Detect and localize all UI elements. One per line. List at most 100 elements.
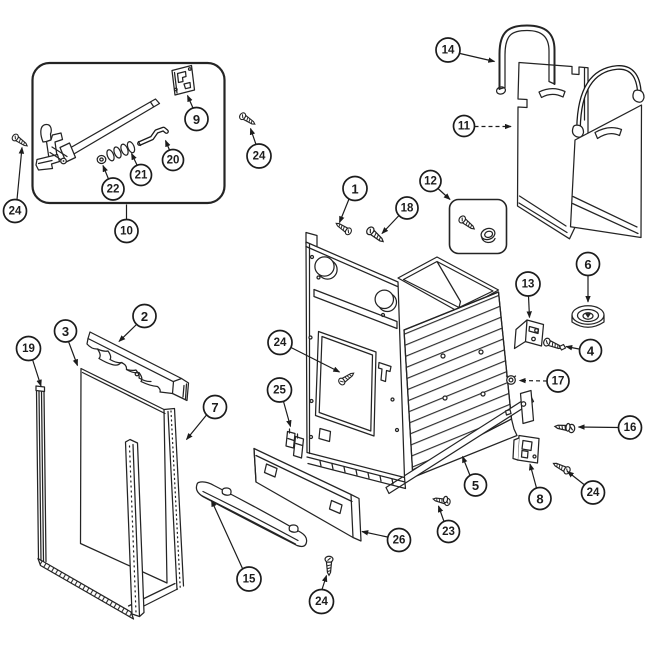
callout-18: 18: [381, 196, 419, 235]
callout-balloon: [578, 338, 603, 363]
callout-number: 21: [135, 170, 148, 182]
slide-rail: [385, 389, 535, 495]
callout-number: 26: [393, 535, 406, 547]
callout-number: 8: [536, 492, 543, 507]
callout-leader: [118, 324, 137, 343]
callout-balloon: [452, 114, 476, 138]
callout-21: 21: [129, 152, 153, 187]
rear-bag-hand-slot: [538, 88, 566, 99]
callout-number: 20: [167, 155, 180, 167]
callout-number: 13: [522, 279, 535, 291]
callout-number: 2: [141, 309, 148, 324]
callout-6: 6: [575, 251, 601, 303]
callout-5: 5: [461, 455, 488, 497]
callout-24a: 24: [2, 146, 28, 224]
screw-4: [541, 336, 564, 353]
callout-number: 18: [401, 203, 414, 215]
callout-leader: [16, 146, 25, 200]
callout-balloon: [308, 588, 335, 615]
latch-strike-bracket: [171, 64, 196, 96]
roller-wheel: [571, 305, 605, 328]
mounting-clips: [285, 428, 305, 459]
callout-number: 4: [587, 344, 595, 359]
callout-leader: [338, 198, 350, 224]
callout-number: 7: [211, 400, 218, 415]
callout-leader: [31, 359, 42, 387]
latch-rod: [59, 98, 161, 163]
callout-balloon: [129, 163, 153, 187]
callout-balloon: [202, 394, 228, 420]
callout-22: 22: [101, 164, 125, 201]
callout-balloon: [132, 303, 157, 329]
callout-number: 25: [273, 385, 286, 397]
callout-balloon: [267, 329, 293, 356]
callout-number: 14: [442, 45, 455, 57]
callout-23: 23: [436, 505, 461, 544]
callout-balloon: [386, 527, 412, 553]
callout-leader: [459, 52, 496, 63]
lid-arch: [495, 24, 556, 95]
callout-number: 24: [9, 206, 22, 218]
callout-24e: 24: [308, 574, 335, 615]
latch-plate: [512, 434, 540, 464]
knockout-lower: [374, 289, 395, 310]
callout-1: 1: [338, 175, 368, 224]
callout-number: 3: [62, 324, 69, 339]
callout-16: 16: [577, 415, 643, 440]
angle-bracket: [513, 319, 545, 350]
screw-16: [553, 421, 576, 434]
callout-number: 24: [315, 596, 328, 608]
door-outer-frame: [127, 407, 185, 614]
screw-24-inset: [237, 111, 258, 128]
screw-18: [364, 224, 387, 246]
callout-number: 6: [584, 257, 591, 272]
door-assembly: [35, 331, 190, 620]
kick-panel: [253, 447, 362, 542]
callout-number: 5: [472, 478, 479, 493]
callout-balloon: [2, 198, 28, 224]
callout-25: 25: [266, 377, 293, 428]
callout-balloon: [236, 566, 262, 592]
callout-balloon: [435, 37, 461, 63]
callout-number: 24: [274, 337, 287, 349]
callout-leader: [461, 455, 471, 476]
callout-leader: [290, 346, 341, 373]
foot-pedal: [195, 481, 308, 548]
callout-number: 12: [424, 176, 437, 188]
callout-balloon: [184, 106, 209, 132]
callout-7: 7: [185, 394, 228, 441]
callout-20: 20: [161, 139, 185, 172]
front-bag: [569, 65, 645, 239]
callout-2: 2: [118, 303, 157, 343]
screw-23: [431, 494, 452, 507]
screw-24-left: [10, 132, 30, 150]
callout-24b: 24: [246, 127, 272, 169]
callout-leader: [102, 164, 110, 180]
bin-rim: [397, 256, 500, 313]
speed-nut: [505, 375, 517, 385]
callout-balloon: [546, 369, 570, 393]
callout-number: 15: [243, 574, 256, 586]
callout-13: 13: [515, 271, 541, 319]
callout-balloon: [575, 251, 601, 277]
callout-leader: [185, 414, 207, 441]
callout-10: 10: [114, 204, 139, 244]
callout-number: 17: [552, 376, 565, 388]
callout-leader: [566, 471, 585, 485]
callout-number: 24: [587, 487, 600, 499]
callout-4: 4: [565, 338, 603, 363]
callout-balloon: [617, 415, 643, 440]
callout-19: 19: [15, 335, 42, 387]
callout-number: 10: [120, 226, 133, 238]
callout-leader: [130, 152, 138, 166]
door-top-trim: [86, 331, 190, 402]
callout-leader: [528, 463, 538, 489]
cabinet-front-panel: [305, 231, 407, 490]
callout-balloon: [580, 480, 606, 505]
callout-balloon: [419, 169, 442, 193]
callout-number: 11: [458, 121, 471, 133]
callout-leader: [321, 574, 328, 590]
callout-balloon: [463, 473, 488, 497]
callout-24c: 24: [267, 329, 341, 373]
door-center-brace: [124, 438, 145, 618]
